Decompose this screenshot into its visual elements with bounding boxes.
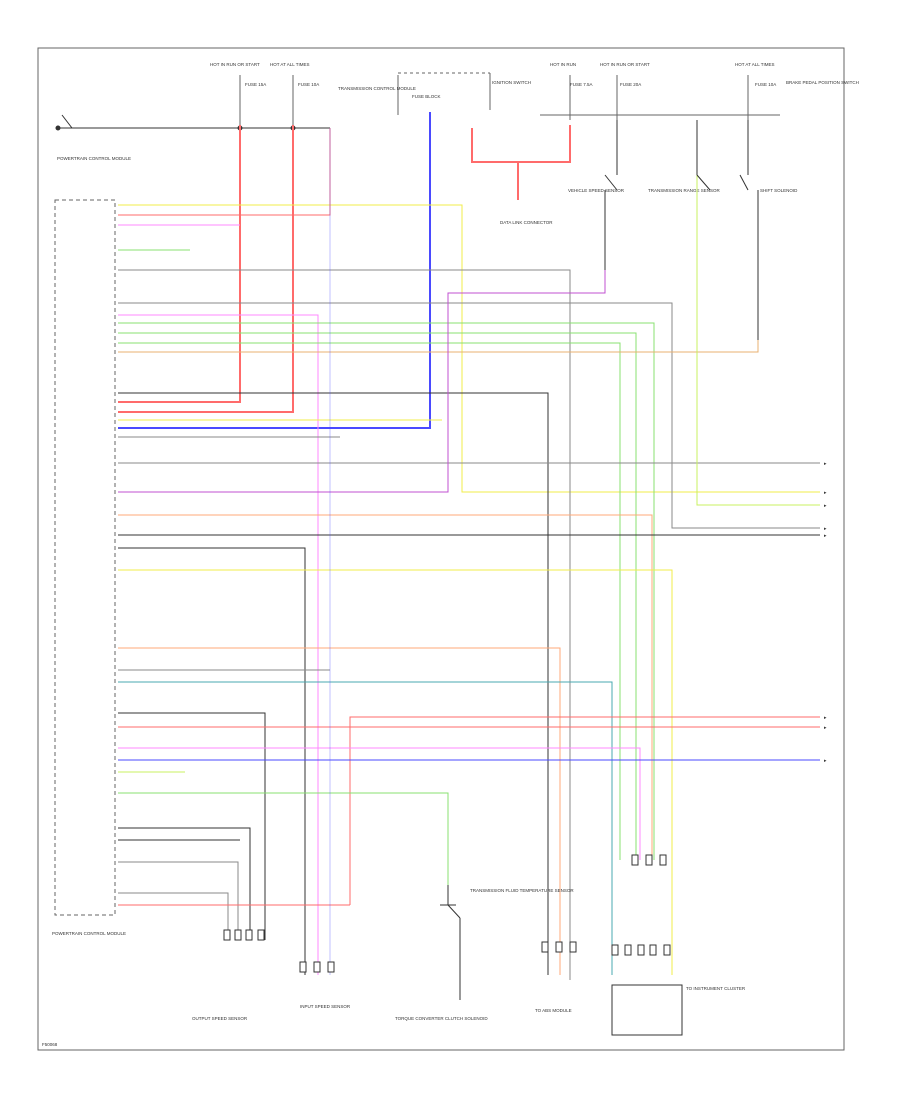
- tcm-top-label: TRANSMISSION CONTROL MODULE: [338, 86, 416, 91]
- ignition-switch-label: IGNITION SWITCH: [492, 80, 531, 85]
- right-arrows: ▸ ▸ ▸ ▸ ▸ ▸ ▸ ▸: [824, 461, 827, 764]
- wire-red-1: [118, 125, 241, 403]
- svg-text:▸: ▸: [824, 758, 827, 764]
- module-harness: [118, 122, 820, 980]
- feed-label-4: HOT IN RUN OR START: [600, 62, 650, 67]
- pcm-bottom-label: POWERTRAIN CONTROL MODULE: [52, 931, 126, 936]
- wire-pink-mid: [118, 314, 319, 975]
- wire-teal: [118, 681, 613, 975]
- wire-red-top: [118, 128, 331, 216]
- power-feeds: HOT IN RUN OR START HOT AT ALL TIMES HOT…: [57, 62, 859, 225]
- svg-text:▸: ▸: [824, 461, 827, 467]
- wire-red-3: [471, 125, 571, 163]
- dlc-label: DATA LINK CONNECTOR: [500, 220, 553, 225]
- wire-violet: [118, 230, 606, 493]
- svg-text:▸: ▸: [824, 526, 827, 532]
- feed-label-1: HOT IN RUN OR START: [210, 62, 260, 67]
- wire-blue: [118, 112, 431, 429]
- diagram-frame: [37, 47, 845, 1051]
- wire-green-low: [118, 792, 449, 885]
- fuse-label-4: FUSE 20A: [620, 82, 641, 87]
- wire-gray-2: [118, 302, 820, 529]
- svg-text:▸: ▸: [824, 533, 827, 539]
- feed-stubs: [239, 72, 780, 125]
- bpp-switch-label: BRAKE PEDAL POSITION SWITCH: [786, 80, 859, 85]
- wire-green-2: [118, 332, 637, 860]
- footer-code: F50068: [42, 1042, 58, 1047]
- wire-yellow-top: [118, 204, 820, 493]
- wire-dark-1: [118, 392, 549, 975]
- tr-sensor-label: TRANSMISSION RANGE SENSOR: [648, 188, 721, 193]
- feed-label-5: HOT AT ALL TIMES: [735, 62, 775, 67]
- bottom-connectors: [223, 854, 683, 1036]
- wire-lime-right: [696, 122, 820, 506]
- to-cluster-label: TO INSTRUMENT CLUSTER: [686, 986, 746, 991]
- top-left-switch: [55, 114, 330, 131]
- wire-red-long-2: [349, 716, 820, 905]
- svg-text:▸: ▸: [824, 725, 827, 731]
- wire-pink-long: [118, 747, 641, 860]
- feed-label-3: HOT IN RUN: [550, 62, 576, 67]
- bottom-labels: POWERTRAIN CONTROL MODULE OUTPUT SPEED S…: [42, 888, 746, 1047]
- right-switches: [604, 120, 759, 340]
- output-speed-label: OUTPUT SPEED SENSOR: [192, 1016, 248, 1021]
- tft-sensor-symbol: [440, 885, 461, 1000]
- wire-orange-1: [118, 514, 653, 860]
- wire-green-3: [118, 342, 621, 860]
- wire-gray-7: [118, 892, 229, 940]
- wire-yellow-3: [118, 569, 673, 975]
- to-abs-label: TO ABS MODULE: [535, 1008, 572, 1013]
- wire-dark-4: [118, 712, 266, 940]
- pcm-left-top-label: POWERTRAIN CONTROL MODULE: [57, 156, 131, 161]
- tft-sensor-label: TRANSMISSION FLUID TEMPERATURE SENSOR: [470, 888, 574, 893]
- wire-gray-6: [118, 861, 239, 940]
- fuse-block-label: FUSE BLOCK: [412, 94, 441, 99]
- fuse-label-5: FUSE 10A: [755, 82, 776, 87]
- vss-label: VEHICLE SPEED SENSOR: [568, 188, 625, 193]
- wire-dark-5: [118, 827, 251, 940]
- wire-orange-2: [118, 647, 561, 975]
- fuse-label-2: FUSE 10A: [298, 82, 319, 87]
- fuse-label-1: FUSE 15A: [245, 82, 266, 87]
- svg-text:▸: ▸: [824, 715, 827, 721]
- svg-text:▸: ▸: [824, 490, 827, 496]
- wire-green-mid: [118, 322, 655, 860]
- pcm-module-box: [54, 199, 116, 916]
- wire-dark-3: [118, 547, 306, 975]
- svg-text:▸: ▸: [824, 503, 827, 509]
- shift-solenoid-label: SHIFT SOLENOID: [760, 188, 798, 193]
- wire-red-2: [118, 125, 294, 413]
- power-wires: [118, 112, 571, 429]
- feed-label-2: HOT AT ALL TIMES: [270, 62, 310, 67]
- fuse-label-3: FUSE 7.5A: [570, 82, 593, 87]
- wire-gray-1: [118, 269, 571, 980]
- input-speed-label: INPUT SPEED SENSOR: [300, 1004, 351, 1009]
- tcc-solenoid-label: TORQUE CONVERTER CLUTCH SOLENOID: [395, 1016, 488, 1021]
